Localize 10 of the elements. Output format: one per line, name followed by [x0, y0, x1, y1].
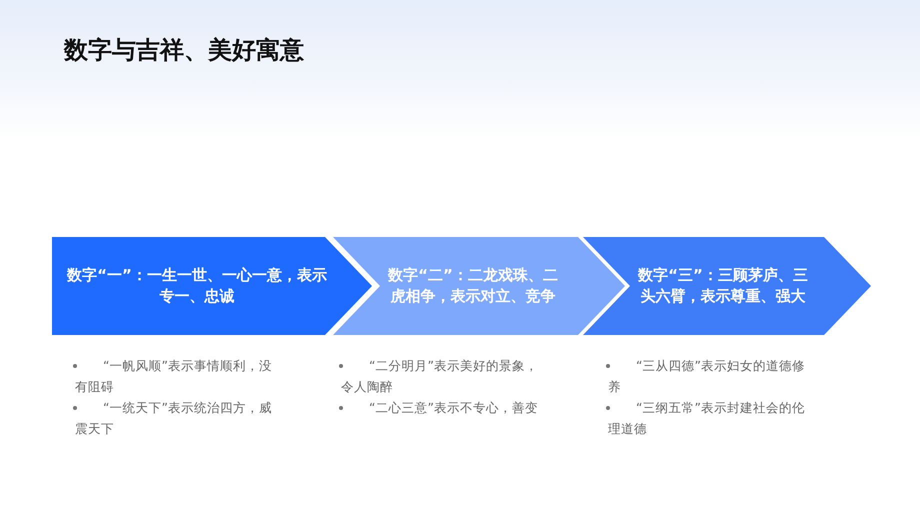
bullet-item: “三从四德”表示妇女的道德修养: [608, 357, 806, 396]
step-banner: 数字“二”：二龙戏珠、二虎相争，表示对立、竞争: [333, 237, 625, 335]
bullet-item: “二心三意”表示不专心，善变: [368, 399, 539, 417]
bullet-item: “二分明月”表示美好的景象，令人陶醉: [341, 357, 539, 396]
step-banner: 数字“一”：一生一世、一心一意，表示专一、忠诚: [52, 237, 372, 335]
slide-title: 数字与吉祥、美好寓意: [64, 35, 304, 66]
bullet-item: “一统天下”表示统治四方，威震天下: [75, 399, 273, 438]
bullet-item: “一帆风顺”表示事情顺利，没有阻碍: [75, 357, 273, 396]
step-banner: 数字“三”：三顾茅庐、三头六臂，表示尊重、强大: [583, 237, 871, 335]
bullet-item: “三纲五常”表示封建社会的伦理道德: [608, 399, 806, 438]
